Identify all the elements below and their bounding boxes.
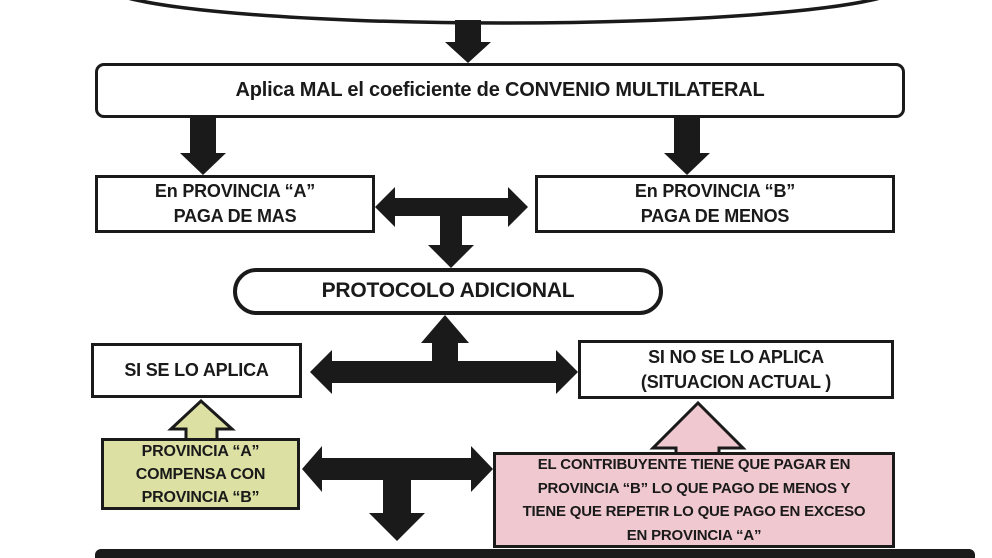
arrow-block-up-olive-icon xyxy=(167,398,236,443)
box-contribuyente-line3: TIENE QUE REPETIR LO QUE PAGO EN EXCESO xyxy=(522,503,866,520)
box-provincia-a-line2: PAGA DE MAS xyxy=(173,206,297,226)
box-aplica-label: Aplica MAL el coeficiente de CONVENIO MU… xyxy=(235,79,765,101)
box-si-no-se-lo-aplica: SI NO SE LO APLICA (SITUACION ACTUAL ) xyxy=(578,340,894,399)
box-si-se-lo-aplica: SI SE LO APLICA xyxy=(91,343,302,398)
pill-protocolo-label: PROTOCOLO ADICIONAL xyxy=(321,279,575,303)
box-compensa-line2: COMPENSA CON xyxy=(135,465,266,483)
arrow-down-icon xyxy=(664,118,710,175)
box-sino-line1: SI NO SE LO APLICA xyxy=(648,346,824,367)
box-contribuyente-line1: EL CONTRIBUYENTE TIENE QUE PAGAR EN xyxy=(537,456,851,473)
box-compensa-line3: PROVINCIA “B” xyxy=(141,488,260,506)
box-aplica-coeficiente: Aplica MAL el coeficiente de CONVENIO MU… xyxy=(95,63,905,118)
box-provincia-a-compensa: PROVINCIA “A” COMPENSA CON PROVINCIA “B” xyxy=(101,438,300,510)
box-si-label: SI SE LO APLICA xyxy=(124,360,269,381)
box-provincia-a-paga-mas: En PROVINCIA “A” PAGA DE MAS xyxy=(95,175,375,233)
box-sino-line2: (SITUACION ACTUAL ) xyxy=(640,371,832,392)
bottom-box-edge xyxy=(95,549,975,558)
arrow-down-icon xyxy=(445,20,491,63)
box-compensa-line1: PROVINCIA “A” xyxy=(141,442,260,460)
box-provincia-b-paga-menos: En PROVINCIA “B” PAGA DE MENOS xyxy=(535,175,895,233)
arrow-bidirectional-up-icon xyxy=(310,315,578,394)
box-provincia-b-line2: PAGA DE MENOS xyxy=(640,206,790,226)
box-contribuyente-line4: EN PROVINCIA “A” xyxy=(626,526,762,544)
arrow-bidirectional-down-icon xyxy=(375,187,528,268)
pill-protocolo-adicional: PROTOCOLO ADICIONAL xyxy=(233,268,663,315)
box-provincia-b-line1: En PROVINCIA “B” xyxy=(634,181,796,201)
box-contribuyente-line2: PROVINCIA “B” LO QUE PAGO DE MENOS Y xyxy=(537,479,851,497)
arrow-bidirectional-down-icon xyxy=(302,446,493,541)
top-ellipse-arc xyxy=(128,0,880,25)
box-contribuyente-pagar: EL CONTRIBUYENTE TIENE QUE PAGAR EN PROV… xyxy=(493,452,895,548)
arrow-down-icon xyxy=(180,118,226,175)
arrow-block-up-pink-icon xyxy=(649,400,747,457)
box-provincia-a-line1: En PROVINCIA “A” xyxy=(154,181,316,201)
